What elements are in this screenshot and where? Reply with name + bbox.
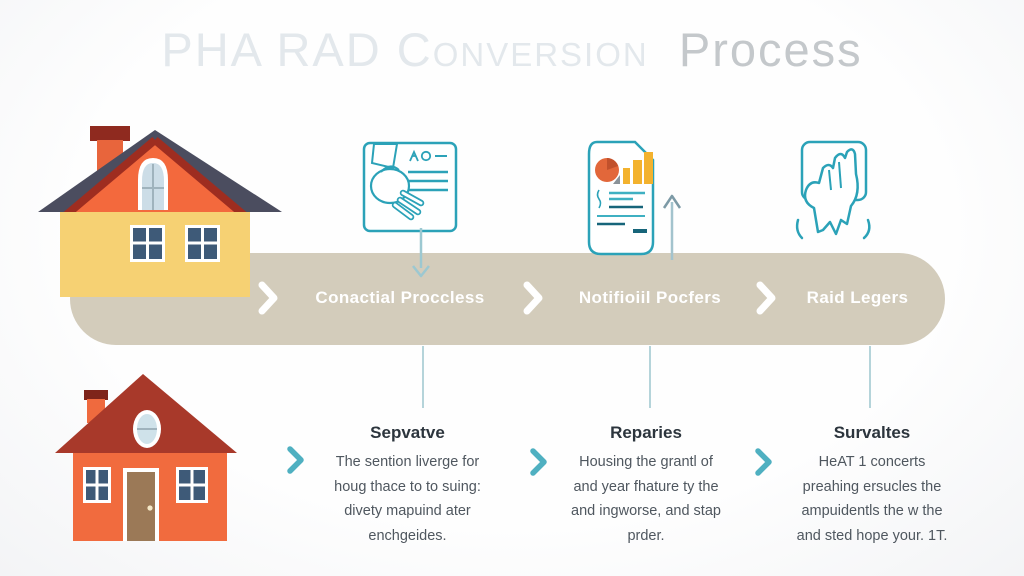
process-step-label-3: Raid Legers xyxy=(806,288,909,307)
house-orange-icon xyxy=(55,374,237,541)
handshake-document-icon xyxy=(362,141,458,233)
house-yellow-icon xyxy=(38,126,282,297)
chevron-right-icon xyxy=(523,281,543,315)
connector-line xyxy=(649,346,651,408)
detail-body: The sention liverge for houg thace to to… xyxy=(334,454,481,544)
detail-block-1: Sepvatve The sention liverge for houg th… xyxy=(300,423,515,548)
chevron-right-icon xyxy=(755,448,772,476)
roof-trim xyxy=(62,136,158,220)
process-step-label-2: Notifioiil Pocfers xyxy=(578,288,722,307)
detail-block-3: Survaltes HeAT 1 concerts preahing ersuc… xyxy=(762,423,982,548)
window xyxy=(130,225,165,262)
detail-body: HeAT 1 concerts preahing ersucles the am… xyxy=(796,454,948,544)
chevron-right-icon xyxy=(530,448,547,476)
connector-line xyxy=(422,346,424,408)
chevron-right-icon xyxy=(258,281,278,315)
chimney-cap xyxy=(90,126,130,141)
detail-heading: Survaltes xyxy=(833,423,911,442)
arrow-down-icon xyxy=(412,228,430,278)
connector-line xyxy=(869,346,871,408)
door xyxy=(123,468,159,541)
window xyxy=(176,467,208,503)
fist-breakthrough-icon xyxy=(795,140,871,240)
chevron-right-icon xyxy=(287,446,304,474)
window xyxy=(185,225,220,262)
process-step-label-1: Conactial Proccless xyxy=(315,288,485,307)
chevron-right-icon xyxy=(756,281,776,315)
roof-trim xyxy=(152,136,248,220)
detail-heading: Sepvatve xyxy=(370,423,445,442)
page-title-suffix: Process xyxy=(678,23,863,76)
chimney-cap xyxy=(84,390,108,400)
detail-block-2: Reparies Housing the grantl of and year … xyxy=(540,423,752,548)
window xyxy=(83,467,111,503)
page-title: PHA RAD Conversion Process xyxy=(0,22,1024,77)
arrow-up-icon xyxy=(662,194,682,260)
detail-heading: Reparies xyxy=(610,423,682,442)
report-chart-icon xyxy=(587,140,655,256)
page-title-main: PHA RAD Conversion xyxy=(161,23,649,76)
detail-body: Housing the grantl of and year fhature t… xyxy=(571,454,721,544)
